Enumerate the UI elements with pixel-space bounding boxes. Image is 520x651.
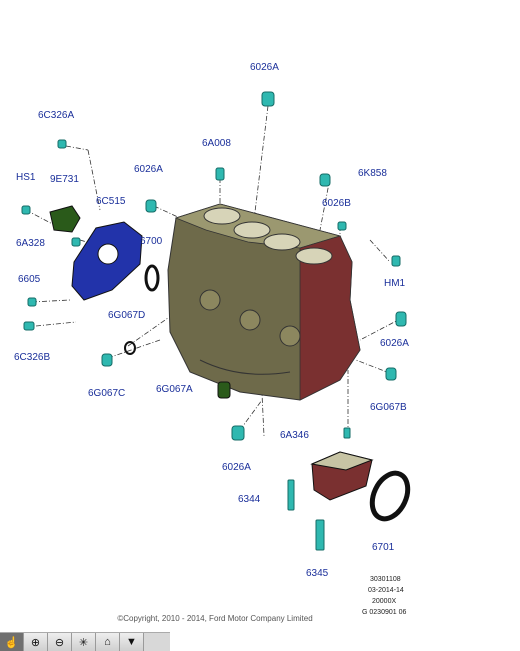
- label-HM1: HM1: [384, 278, 406, 289]
- label-6G067A: 6G067A: [156, 384, 193, 395]
- front-cover-gasket: [71, 221, 143, 301]
- zoom-out-icon: ⊖: [54, 636, 65, 649]
- label-6345: 6345: [306, 568, 329, 579]
- label-6700: 6700: [140, 236, 163, 247]
- home-button[interactable]: ⌂: [96, 633, 120, 651]
- home-icon: ⌂: [104, 636, 111, 648]
- label-HS1: HS1: [16, 172, 36, 183]
- seal-6G067D: [124, 341, 136, 355]
- reference-code-3: 20000X: [372, 598, 396, 605]
- label-6G067C: 6G067C: [88, 388, 125, 399]
- label-6A008: 6A008: [202, 138, 231, 149]
- seal-6700: [144, 264, 160, 292]
- reference-code-2: 03-2014-14: [368, 587, 404, 594]
- part-6G067A: [217, 381, 231, 399]
- reference-code-4: G 0230901 06: [362, 609, 406, 616]
- pointer-button[interactable]: ☝: [0, 633, 24, 651]
- pointer-icon: ☝: [4, 636, 19, 649]
- label-6C326A: 6C326A: [38, 110, 74, 121]
- label-6026A-top: 6026A: [250, 62, 279, 73]
- label-6G067D: 6G067D: [108, 310, 145, 321]
- label-6605: 6605: [18, 274, 41, 285]
- label-6701: 6701: [372, 542, 395, 553]
- label-6C515: 6C515: [96, 196, 126, 207]
- label-6G067B: 6G067B: [370, 402, 407, 413]
- label-6344: 6344: [238, 494, 261, 505]
- zoom-in-icon: ⊕: [30, 636, 41, 649]
- label-6A346: 6A346: [280, 430, 309, 441]
- viewer-toolbar: ☝ ⊕ ⊖ ✳ ⌂ ▼: [0, 632, 170, 651]
- fit-button[interactable]: ✳: [72, 633, 96, 651]
- label-9E731: 9E731: [50, 174, 79, 185]
- label-6026A-right: 6026A: [380, 338, 409, 349]
- label-6K858: 6K858: [358, 168, 387, 179]
- exploded-engine-diagram: 6026A 6C326A 6A008 6026A 6K858 HS1 9E731…: [14, 62, 411, 616]
- zoom-out-button[interactable]: ⊖: [48, 633, 72, 651]
- cylinder-block: [167, 203, 361, 401]
- seal-6701: [369, 470, 411, 522]
- label-6026A-left: 6026A: [134, 164, 163, 175]
- rear-main-bearing-cap: [310, 451, 374, 501]
- label-6026A-bottom: 6026A: [222, 462, 251, 473]
- dropdown-icon: ▼: [126, 636, 137, 648]
- plugs-and-bolts: [21, 91, 407, 551]
- label-6C326B: 6C326B: [14, 352, 50, 363]
- reference-code-1: 30301108: [370, 576, 401, 583]
- copyright-notice: ©Copyright, 2010 - 2014, Ford Motor Comp…: [117, 614, 313, 623]
- dropdown-button[interactable]: ▼: [120, 633, 144, 651]
- part-9E731: [49, 205, 81, 233]
- label-6A328: 6A328: [16, 238, 45, 249]
- fit-icon: ✳: [78, 636, 89, 649]
- zoom-in-button[interactable]: ⊕: [24, 633, 48, 651]
- label-6026B: 6026B: [322, 198, 351, 209]
